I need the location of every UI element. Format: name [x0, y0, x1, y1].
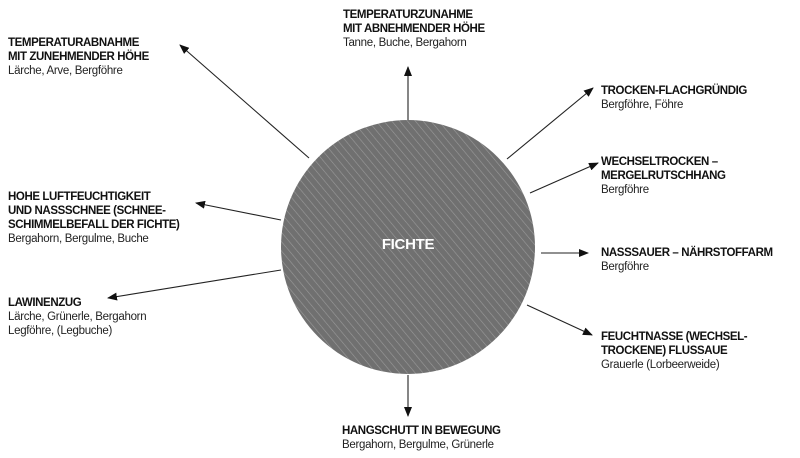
branch-bottom: HANGSCHUTT IN BEWEGUNG Bergahorn, Bergul…: [342, 424, 501, 452]
species-line: Lärche, Grünerle, Bergahorn: [8, 311, 147, 323]
species-line: Bergahorn, Bergulme, Grünerle: [342, 439, 494, 451]
branch-top-right: TROCKEN-FLACHGRÜNDIG Bergföhre, Föhre: [601, 84, 747, 112]
heading-line: TROCKEN-FLACHGRÜNDIG: [601, 85, 747, 97]
heading-line: NASSSAUER – NÄHRSTOFFARM: [601, 247, 773, 259]
species-line: Bergahorn, Bergulme, Buche: [8, 233, 149, 245]
heading-line: FEUCHTNASSE (WECHSEL-: [601, 331, 748, 343]
fichte-circle: [281, 120, 535, 374]
heading-line: UND NASSSCHNEE (SCHNEE-: [8, 205, 166, 217]
arrow-left: [195, 200, 282, 221]
branch-right-upper: WECHSELTROCKEN – MERGELRUTSCHHANG Bergfö…: [601, 155, 726, 197]
branch-lower-right: FEUCHTNASSE (WECHSEL- TROCKENE) FLUSSAUE…: [601, 330, 748, 372]
heading-line: LAWINENZUG: [8, 297, 82, 309]
heading-line: SCHIMMELBEFALL DER FICHTE): [8, 219, 180, 231]
branch-left: HOHE LUFTFEUCHTIGKEIT UND NASSSCHNEE (SC…: [8, 190, 180, 246]
heading-line: TEMPERATURABNAHME: [8, 37, 139, 49]
arrow-lower-left: [107, 269, 282, 301]
species-line: Legföhre, (Legbuche): [8, 325, 112, 337]
heading-line: MIT ABNEHMENDER HÖHE: [343, 23, 485, 35]
species-line: Lärche, Arve, Bergföhre: [8, 65, 123, 77]
arrow-right-upper: [529, 162, 599, 194]
species-line: Grauerle (Lorbeerweide): [601, 359, 720, 371]
branch-lower-left: LAWINENZUG Lärche, Grünerle, Bergahorn L…: [8, 296, 147, 338]
arrow-lower-right: [526, 304, 593, 336]
arrow-top-right: [506, 87, 594, 160]
species-line: Tanne, Buche, Bergahorn: [343, 37, 467, 49]
heading-line: TEMPERATURZUNAHME: [343, 9, 473, 21]
heading-line: MERGELRUTSCHHANG: [601, 170, 726, 182]
heading-line: MIT ZUNEHMENDER HÖHE: [8, 51, 149, 63]
species-line: Bergföhre: [601, 184, 649, 196]
heading-line: HOHE LUFTFEUCHTIGKEIT: [8, 191, 151, 203]
branch-top: TEMPERATURZUNAHME MIT ABNEHMENDER HÖHE T…: [343, 8, 485, 50]
branch-right: NASSSAUER – NÄHRSTOFFARM Bergföhre: [601, 246, 773, 274]
species-line: Bergföhre: [601, 261, 649, 273]
center-label: FICHTE: [381, 236, 435, 253]
heading-line: WECHSELTROCKEN –: [601, 156, 718, 168]
branch-top-left: TEMPERATURABNAHME MIT ZUNEHMENDER HÖHE L…: [8, 36, 149, 78]
heading-line: HANGSCHUTT IN BEWEGUNG: [342, 425, 501, 437]
species-line: Bergföhre, Föhre: [601, 99, 684, 111]
heading-line: TROCKENE) FLUSSAUE: [601, 345, 728, 357]
arrow-top-left: [179, 44, 310, 159]
